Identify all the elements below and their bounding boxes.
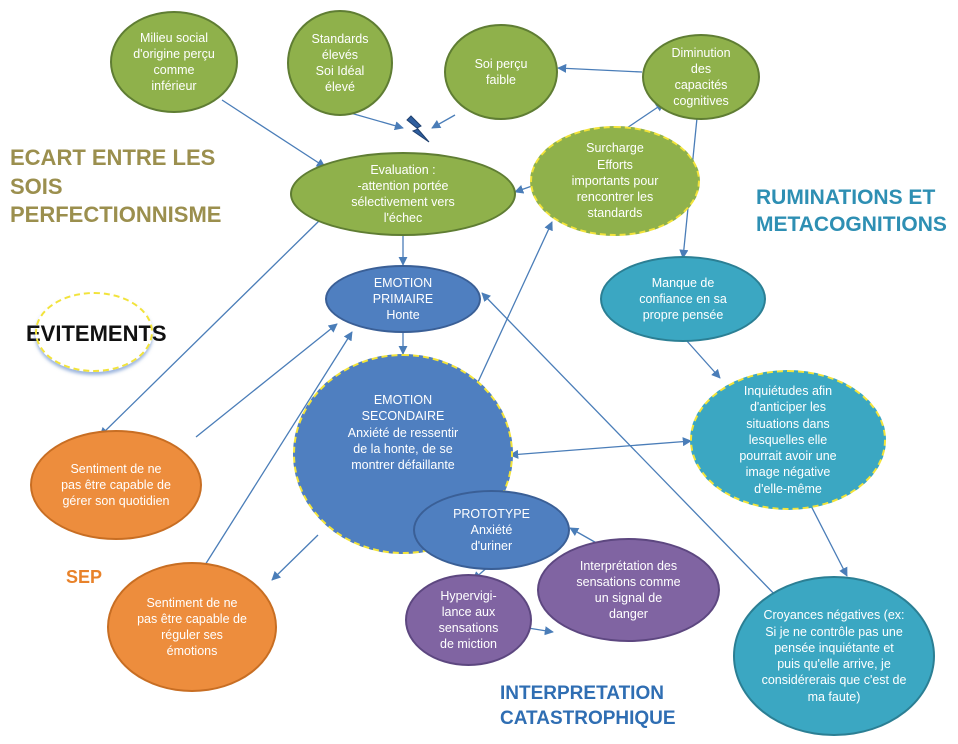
arrow-soipercu-to-bolt (431, 114, 456, 129)
arrow-secondaire-inquietudes (509, 437, 692, 459)
node-milieu-social: Milieu social d'origine perçu comme infé… (110, 11, 238, 113)
node-soi-percu: Soi perçu faible (444, 24, 558, 120)
node-inquietudes: Inquiétudes afin d'anticiper les situati… (690, 370, 886, 510)
node-diminution: Diminution des capacités cognitives (642, 34, 760, 120)
arrow-surcharge-to-evaluation (514, 184, 533, 194)
node-interpretation-sensations: Interprétation des sensations comme un s… (537, 538, 720, 642)
arrow-sentiment-quotidien-to-primaire (195, 323, 338, 438)
node-evaluation: Evaluation : -attention portée sélective… (290, 152, 516, 236)
arrow-milieu-to-evaluation (221, 99, 326, 168)
node-standards: Standards élevés Soi Idéal élevé (287, 10, 393, 116)
node-emotion-primaire: EMOTION PRIMAIRE Honte (325, 265, 481, 333)
node-croyances: Croyances négatives (ex: Si je ne contrô… (733, 576, 935, 736)
arrow-secondaire-to-sentiment-emotions (271, 534, 319, 581)
arrow-croyances-to-primaire (481, 292, 781, 601)
label-ecart: ECART ENTRE LES SOIS PERFECTIONNISME (10, 145, 222, 228)
node-sentiment-quotidien: Sentiment de ne pas être capable de gére… (30, 430, 202, 540)
node-manque-confiance: Manque de confiance en sa propre pensée (600, 256, 766, 342)
arrow-diminution-to-soipercu (557, 63, 643, 73)
node-hypervigilance: Hypervigi- lance aux sensations de micti… (405, 574, 532, 666)
node-prototype: PROTOTYPE Anxiété d'uriner (413, 490, 570, 570)
label-interpretation: INTERPRETATION CATASTROPHIQUE (500, 683, 676, 729)
lightning-bolt-icon (406, 115, 430, 143)
arrow-manque-to-inquietudes (685, 339, 721, 379)
evitements-dashed-ellipse (35, 292, 153, 372)
arrow-secondaire-to-surcharge (477, 221, 553, 383)
arrow-hypervigilance-to-interpretation (527, 626, 554, 636)
node-surcharge: Surcharge Efforts importants pour rencon… (530, 126, 700, 236)
node-sentiment-emotions: Sentiment de ne pas être capable de régu… (107, 562, 277, 692)
label-ruminations: RUMINATIONS ET METACOGNITIONS (756, 186, 947, 237)
arrow-evaluation-to-sentiment-quotidien (99, 219, 321, 437)
arrow-inquietudes-to-croyances (807, 499, 848, 577)
arrow-sentiment-emotions-to-primaire (204, 331, 353, 566)
label-sep: SEP (66, 567, 103, 587)
